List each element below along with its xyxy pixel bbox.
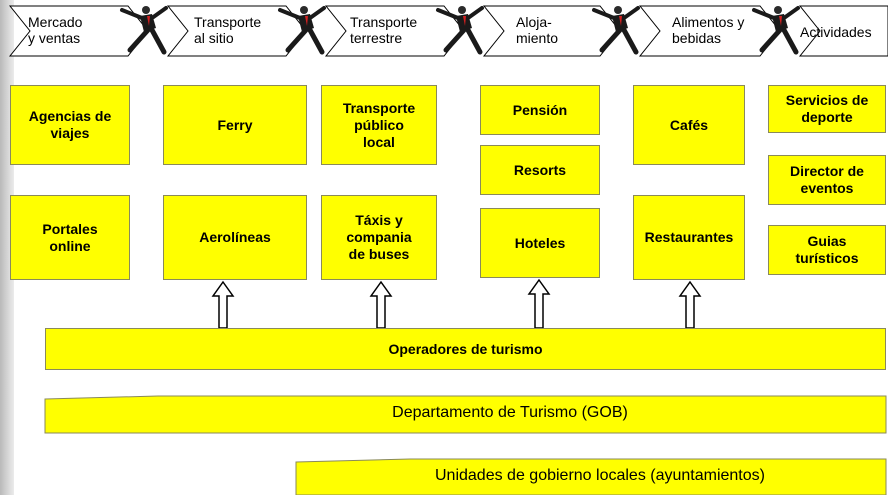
stage-label: Transporte terrestre [350, 14, 418, 46]
local-units-band-shape [295, 458, 887, 495]
local-units-label: Unidades de gobierno locales (ayuntamien… [435, 467, 765, 484]
running-businessman-icon [120, 6, 168, 55]
stage-chevron-4 [482, 5, 621, 57]
operators-bar: Operadores de turismo [45, 328, 886, 370]
box-transporte-publico-local: Transporte público local [321, 85, 437, 165]
running-businessman-icon [752, 6, 800, 55]
stage-chevron-6 [798, 5, 888, 57]
box-hoteles: Hoteles [480, 208, 600, 278]
box-portales-online: Portales online [10, 195, 130, 280]
hollow-up-arrow-icon [211, 280, 235, 329]
stage-chevron-1 [8, 5, 149, 57]
box-servicios-de-deporte: Servicios de deporte [768, 85, 886, 133]
hollow-up-arrow-icon [678, 280, 702, 329]
department-label: Departamento de Turismo (GOB) [392, 404, 628, 421]
box-ferry: Ferry [163, 85, 307, 165]
stage-chevron-2 [166, 5, 307, 57]
stage-label: Transporte al sitio [194, 14, 262, 46]
hollow-up-arrow-icon [369, 280, 393, 329]
box-director-de-eventos: Director de eventos [768, 155, 886, 205]
stage-chevron-row [8, 5, 888, 57]
box-taxis-y-buses: Táxis y compania de buses [321, 195, 437, 280]
stage-label: Aloja- miento [516, 14, 559, 46]
box-guias-turisticos: Guias turísticos [768, 225, 886, 275]
stage-chevron-3 [324, 5, 465, 57]
department-band-shape [44, 395, 887, 434]
running-businessman-icon [436, 6, 484, 55]
box-restaurantes: Restaurantes [633, 195, 745, 280]
stage-label: Actividades [800, 24, 872, 40]
stage-chevron-5 [638, 5, 781, 57]
box-agencias-de-viajes: Agencias de viajes [10, 85, 130, 165]
box-resorts: Resorts [480, 145, 600, 195]
running-businessman-icon [278, 6, 326, 55]
running-businessman-icon [592, 6, 640, 55]
hollow-up-arrow-icon [527, 278, 551, 329]
stage-label: Mercado y ventas [28, 14, 83, 46]
box-aerolineas: Aerolíneas [163, 195, 307, 280]
box-cafes: Cafés [633, 85, 745, 165]
runner-figures [120, 6, 800, 55]
stage-label: Alimentos y bebidas [672, 14, 745, 46]
box-pension: Pensión [480, 85, 600, 135]
